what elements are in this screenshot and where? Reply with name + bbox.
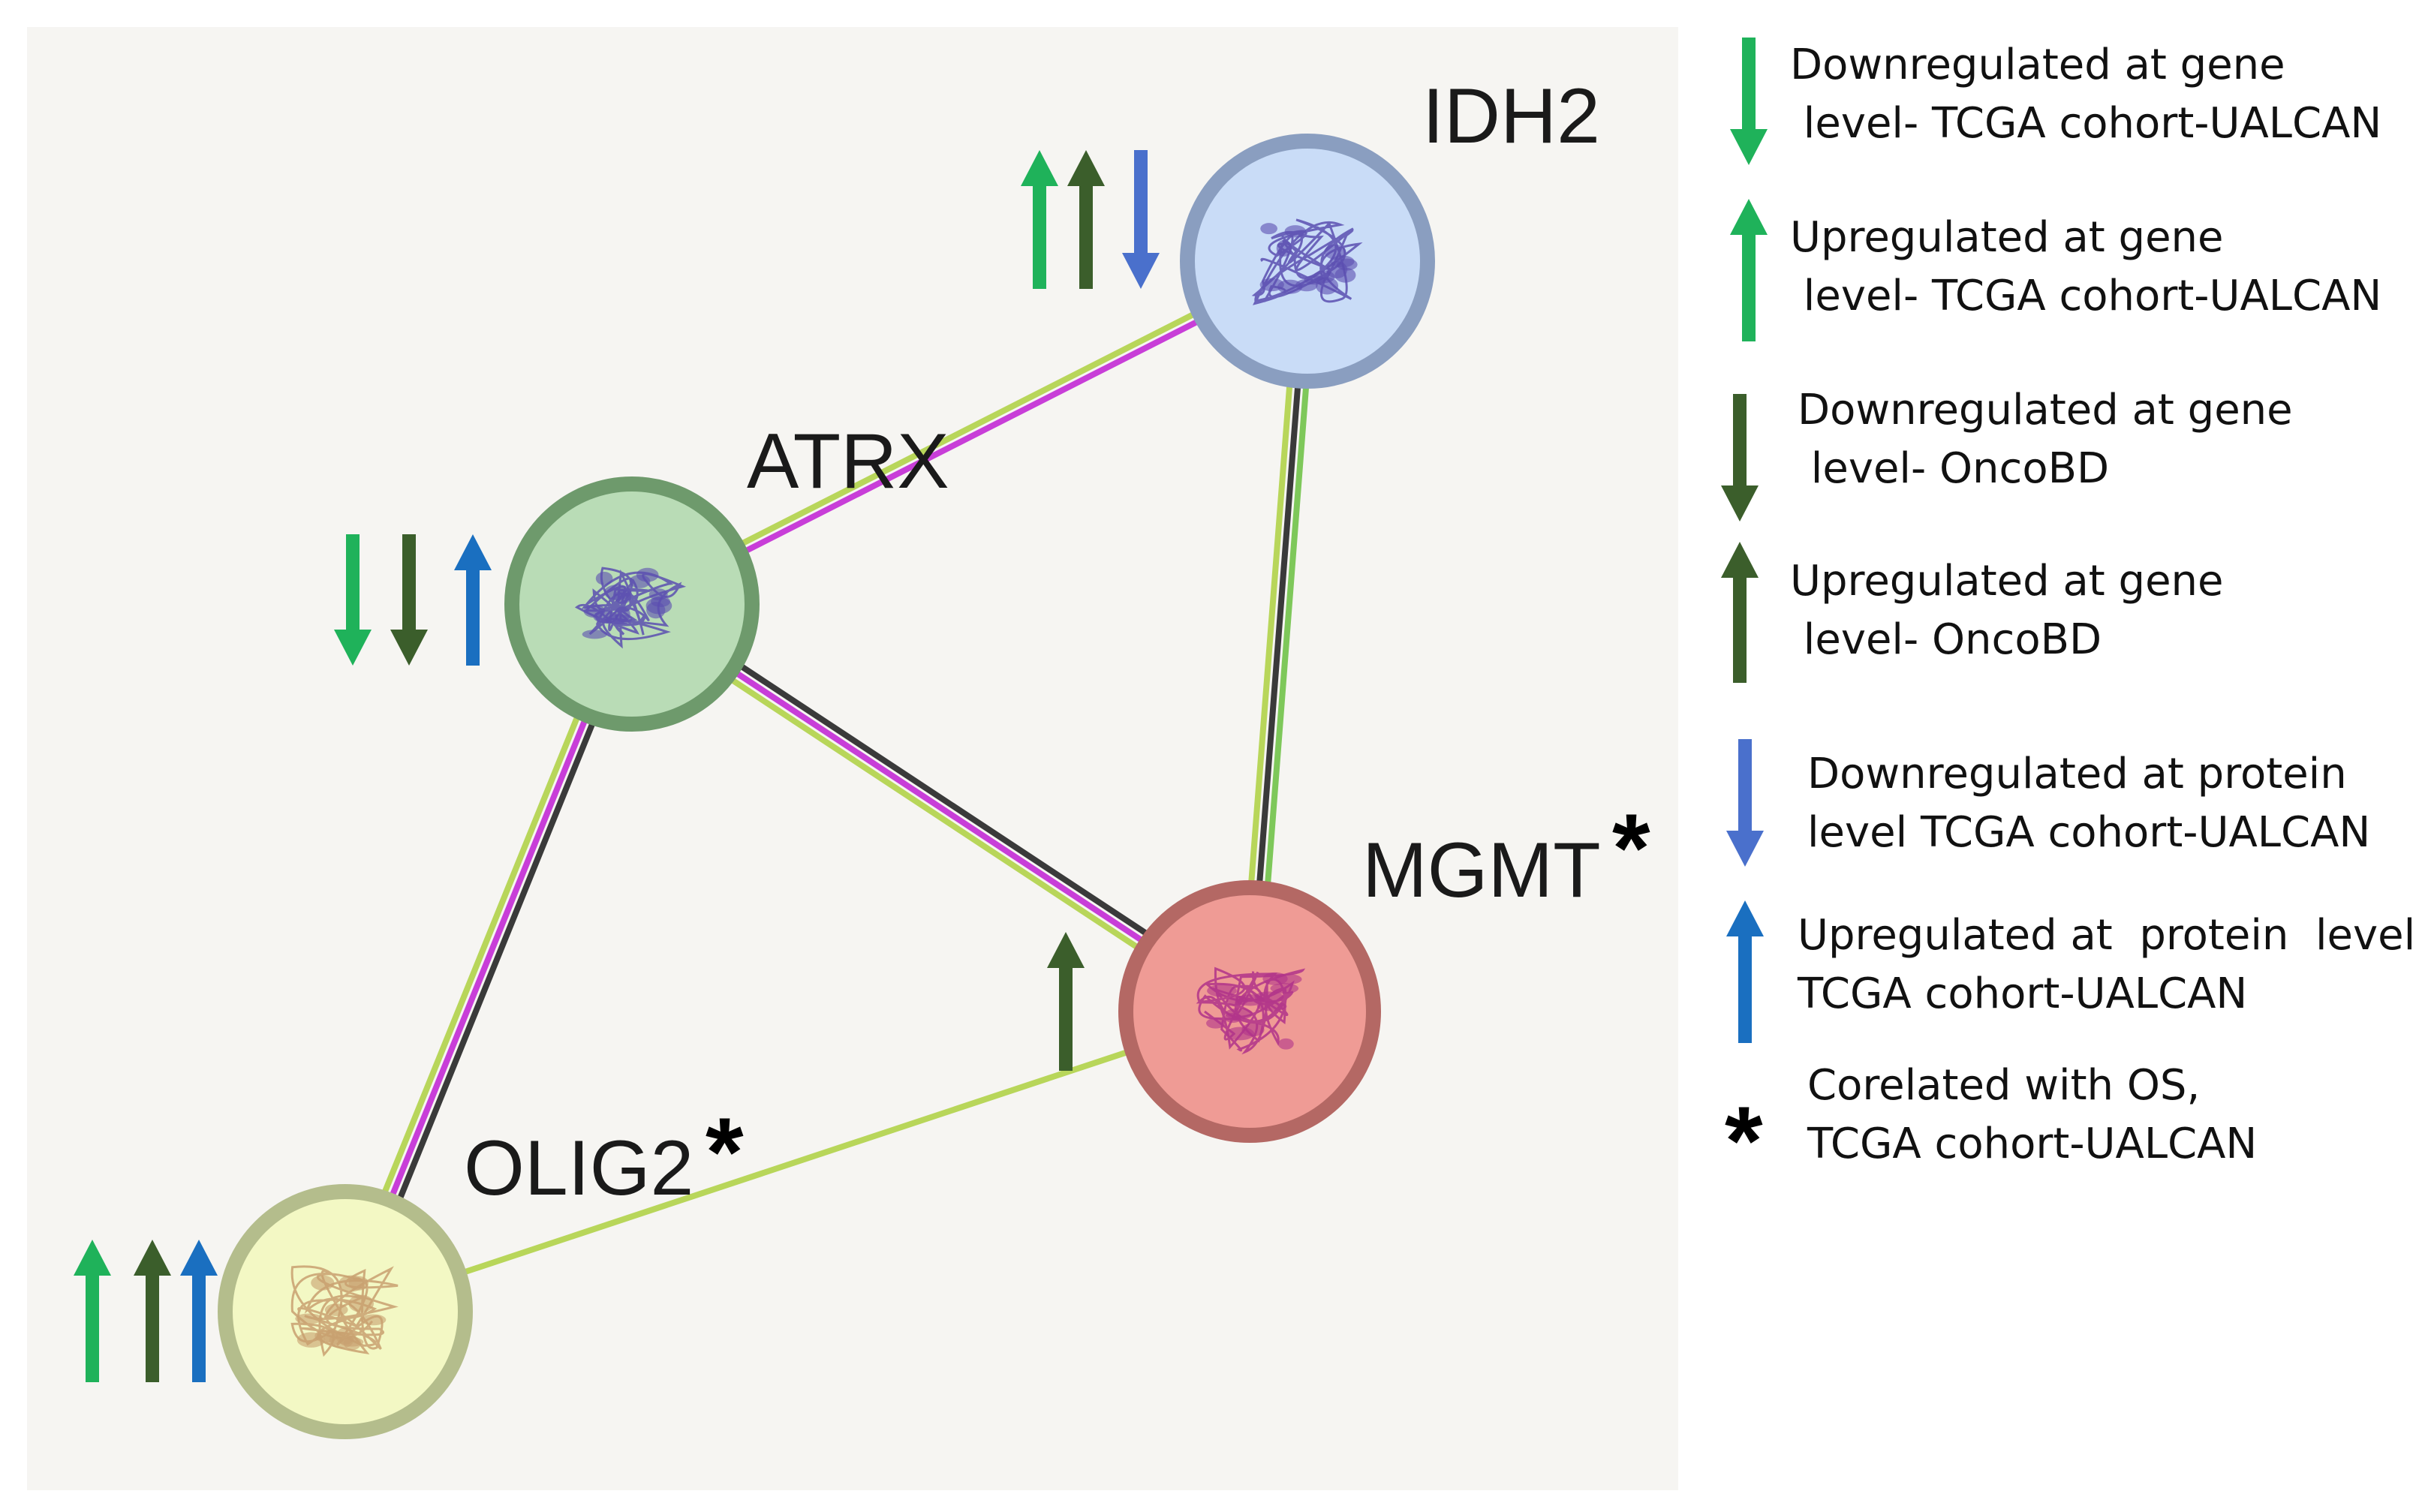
arrow-up-green-icon [74,1240,111,1382]
legend-text-line: Downregulated at protein [1807,750,2347,798]
arrow-down-green-icon [1730,38,1768,165]
node-label-mgmt: MGMT [1362,827,1601,914]
protein-helix-mark [1227,996,1248,1005]
protein-helix-mark [583,604,606,618]
legend-item-1: Upregulated at gene level- TCGA cohort-U… [1730,199,2381,341]
protein-helix-mark [1207,984,1237,997]
protein-helix-mark [311,1275,335,1291]
edge-strand [342,1009,1253,1315]
legend-item-4: Downregulated at protein level TCGA coho… [1726,739,2370,867]
protein-helix-mark [1284,225,1307,238]
protein-helix-mark [595,572,613,585]
legend-arrow-shape [1726,900,1764,1043]
node-mgmt[interactable] [1118,880,1381,1143]
protein-helix-mark [1241,1023,1265,1037]
protein-helix-mark [1330,255,1355,268]
node-label-atrx: ATRX [747,418,949,505]
asterisk-mgmt: * [1612,793,1650,903]
protein-helix-mark [582,630,608,639]
arrow-up-green-icon [1730,199,1768,341]
arrow-down-blue-icon [1122,150,1160,289]
edge-olig2-mgmt [342,1009,1253,1315]
arrow-up-blue-icon [180,1240,218,1382]
legend-arrow-shape [1721,542,1759,683]
node-idh2[interactable] [1180,134,1435,389]
legend-text-line: Upregulated at gene [1790,213,2223,262]
protein-helix-mark [360,1314,387,1326]
arrow-up-darkgreen-icon [1047,932,1085,1071]
legend: Downregulated at gene level- TCGA cohort… [1721,38,2415,1195]
legend-text-line: Downregulated at gene [1798,386,2293,434]
protein-helix-mark [1260,223,1277,235]
legend-arrow-shape [1730,199,1768,341]
arrow-up-darkgreen-icon [1067,150,1105,289]
protein-helix-mark [329,1332,354,1348]
protein-helix-mark [1206,1018,1226,1029]
legend-text-line: level- TCGA cohort-UALCAN [1790,99,2381,148]
legend-text-line: level- OncoBD [1798,444,2109,493]
legend-text-line: level- OncoBD [1790,615,2102,664]
arrow-down-green-icon [334,534,372,666]
legend-text-line: level TCGA cohort-UALCAN [1807,808,2370,857]
protein-helix-mark [614,590,632,604]
legend-text-line: Downregulated at gene [1790,41,2285,89]
protein-helix-mark [1276,239,1292,257]
arrow-up-darkgreen-icon [134,1240,171,1382]
node-label-idh2: IDH2 [1422,73,1600,160]
legend-text-line: level- TCGA cohort-UALCAN [1790,272,2381,320]
legend-item-6: * Corelated with OS, TCGA cohort-UALCAN [1725,1061,2257,1195]
legend-arrow-shape [1726,739,1764,867]
legend-text-line: Corelated with OS, [1807,1061,2200,1110]
arrow-down-darkgreen-icon [390,534,428,666]
legend-text-line: Upregulated at gene [1790,557,2223,606]
protein-nodes [218,134,1435,1439]
protein-helix-mark [348,1294,375,1312]
legend-arrow-shape [1721,394,1759,522]
protein-helix-mark [324,1303,348,1316]
protein-helix-mark [1278,1038,1294,1050]
asterisk-olig2: * [706,1097,744,1207]
expression-arrows [74,150,1160,1382]
legend-text-line: TCGA cohort-UALCAN [1807,1120,2257,1168]
protein-helix-mark [636,567,659,582]
protein-helix-mark [1313,270,1335,284]
legend-item-3: Upregulated at gene level- OncoBD [1721,542,2223,683]
protein-helix-mark [604,614,633,624]
arrow-down-blue-icon [1726,739,1764,867]
arrow-up-blue-icon [454,534,492,666]
legend-item-5: Upregulated at protein level TCGA cohort… [1726,900,2415,1043]
arrow-up-darkgreen-icon [1721,542,1759,683]
legend-item-2: Downregulated at gene level- OncoBD [1721,386,2293,522]
legend-arrow-shape [1730,38,1768,165]
protein-helix-mark [296,1332,326,1348]
protein-helix-mark [348,1276,369,1291]
protein-helix-mark [1275,974,1302,984]
arrow-down-darkgreen-icon [1721,394,1759,522]
legend-item-0: Downregulated at gene level- TCGA cohort… [1730,38,2381,165]
node-atrx[interactable] [504,476,760,732]
protein-helix-mark [1259,278,1284,292]
protein-helix-mark [1256,1001,1287,1012]
asterisk-icon: * [1725,1086,1763,1195]
legend-text-line: Upregulated at protein level [1798,911,2415,960]
protein-helix-mark [295,1313,323,1324]
legend-text-line: TCGA cohort-UALCAN [1797,969,2247,1018]
node-olig2[interactable] [218,1184,473,1439]
arrow-up-green-icon [1021,150,1058,289]
protein-helix-mark [1270,983,1299,994]
protein-helix-mark [1225,1008,1253,1020]
protein-helix-mark [648,588,668,600]
arrow-up-blue-icon [1726,900,1764,1043]
node-label-olig2: OLIG2 [464,1125,694,1212]
